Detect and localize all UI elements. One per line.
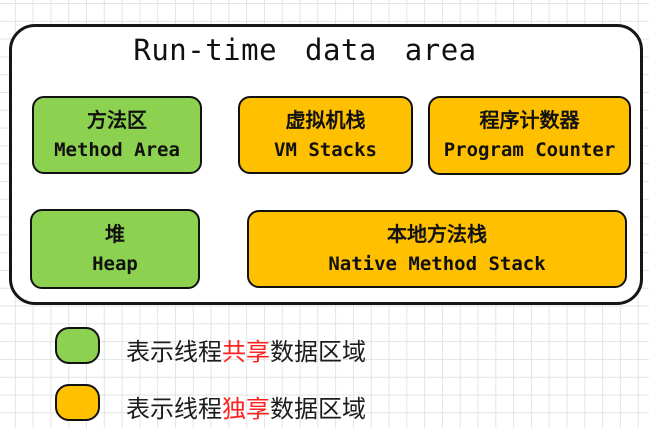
legend-exclusive-swatch xyxy=(55,384,100,421)
box-program-counter-label-en: Program Counter xyxy=(443,139,616,162)
box-method-area: 方法区 Method Area xyxy=(32,96,202,174)
box-heap: 堆 Heap xyxy=(30,209,200,289)
legend-exclusive-text-suffix: 数据区域 xyxy=(270,395,366,423)
legend-exclusive-text-highlight: 独享 xyxy=(222,395,270,423)
legend-shared-text-suffix: 数据区域 xyxy=(270,338,366,366)
legend-exclusive-text-prefix: 表示线程 xyxy=(126,395,222,423)
legend-shared-swatch xyxy=(55,327,100,364)
legend-shared-text: 表示线程共享数据区域 xyxy=(126,332,366,367)
box-method-area-label-en: Method Area xyxy=(54,138,180,161)
legend-shared-text-prefix: 表示线程 xyxy=(126,338,222,366)
legend-exclusive-text: 表示线程独享数据区域 xyxy=(126,389,366,424)
box-vm-stacks-label-en: VM Stacks xyxy=(274,138,377,161)
diagram-title: Run-time data area xyxy=(133,33,477,67)
box-heap-label-zh: 堆 xyxy=(105,221,125,246)
box-native-method-stack-label-en: Native Method Stack xyxy=(328,252,546,275)
box-native-method-stack: 本地方法栈 Native Method Stack xyxy=(247,210,627,288)
box-method-area-label-zh: 方法区 xyxy=(87,107,147,132)
box-vm-stacks: 虚拟机栈 VM Stacks xyxy=(238,96,413,174)
box-heap-label-en: Heap xyxy=(92,252,138,275)
legend-shared-text-highlight: 共享 xyxy=(222,338,270,366)
box-native-method-stack-label-zh: 本地方法栈 xyxy=(387,221,487,246)
box-program-counter: 程序计数器 Program Counter xyxy=(428,96,631,175)
box-vm-stacks-label-zh: 虚拟机栈 xyxy=(285,107,366,132)
box-program-counter-label-zh: 程序计数器 xyxy=(479,108,580,133)
